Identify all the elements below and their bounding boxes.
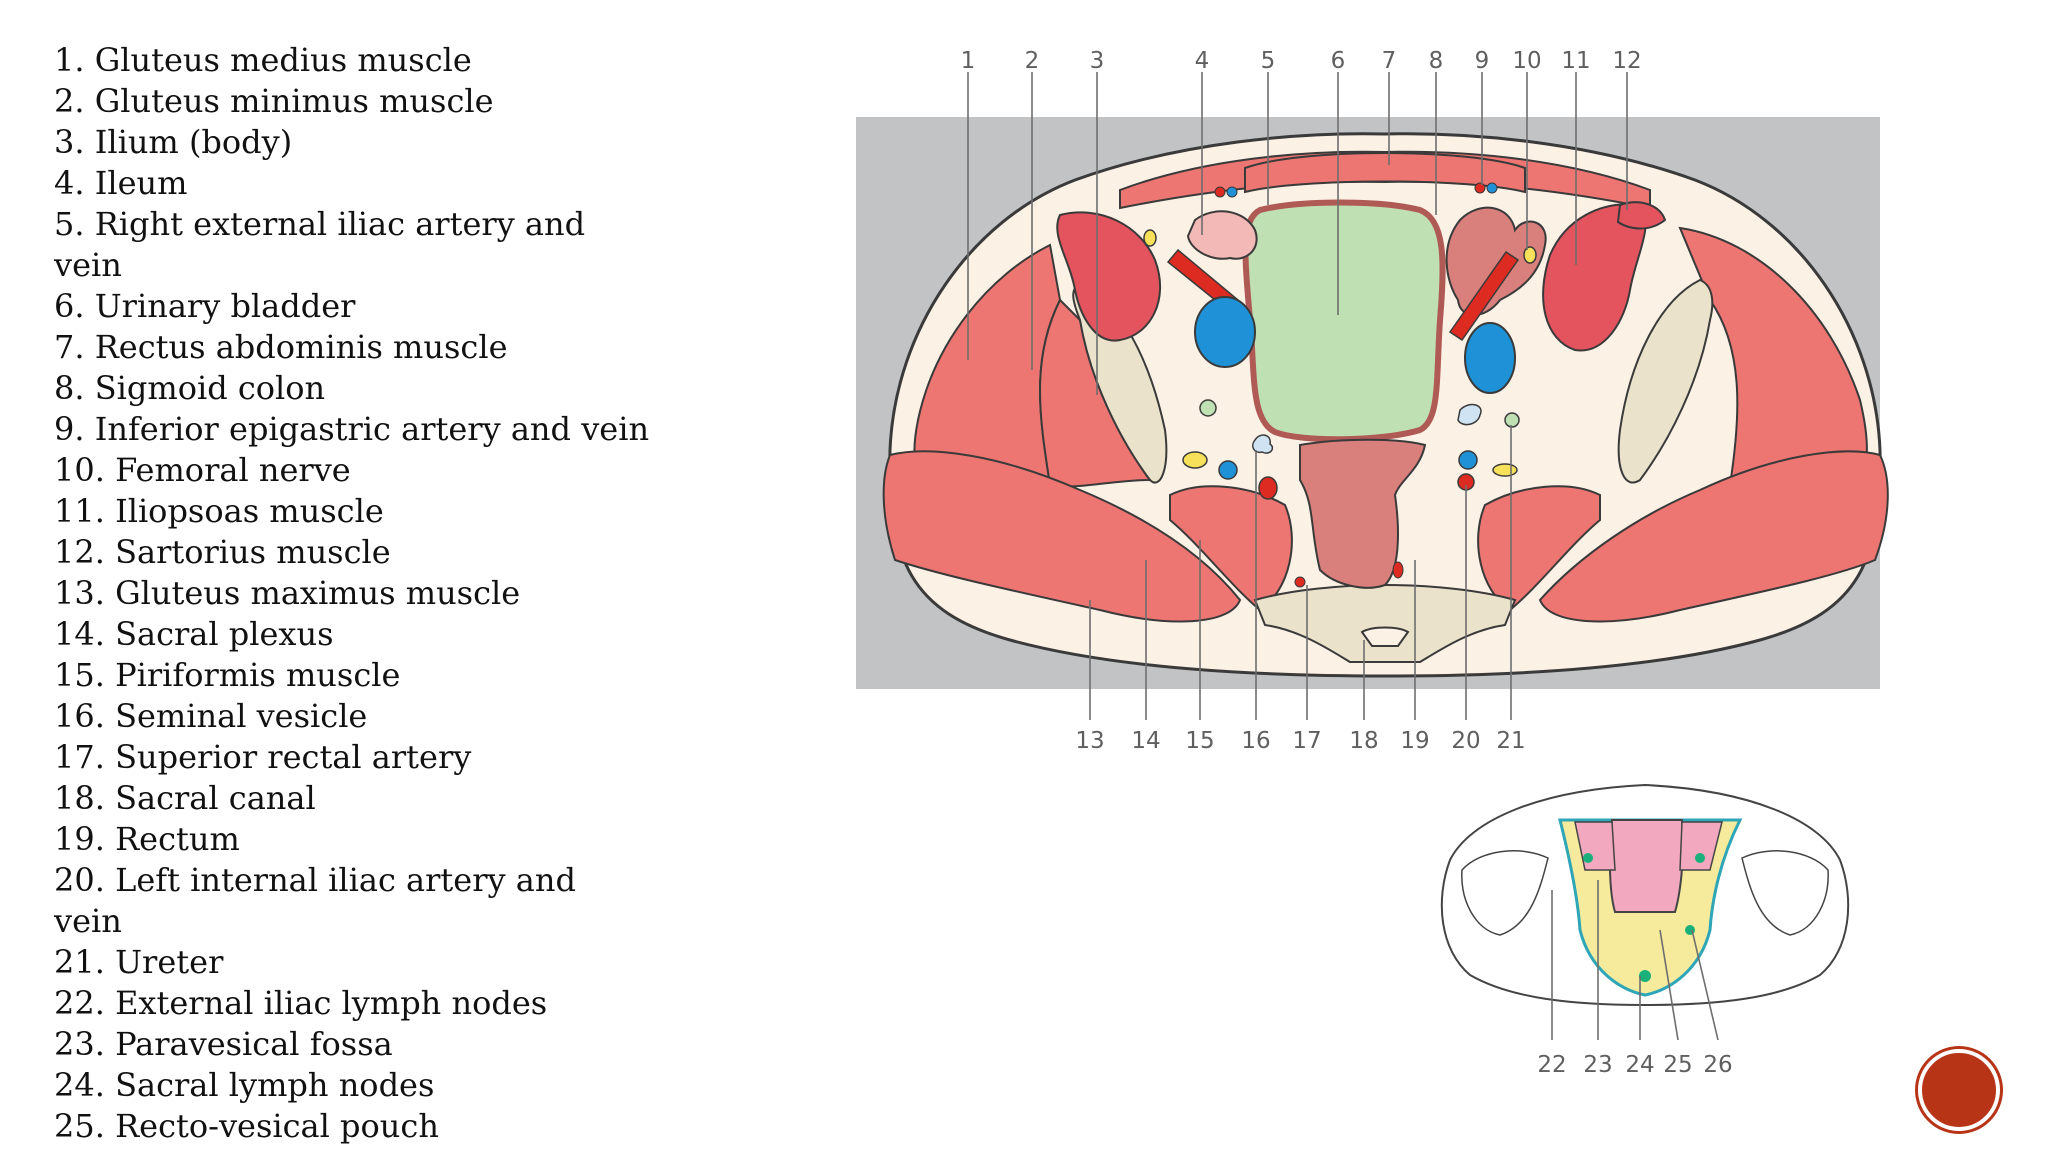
label-17: 17	[1292, 728, 1321, 754]
inset-node-right	[1695, 853, 1705, 863]
label-20: 20	[1451, 728, 1480, 754]
inferior-epigastric-vein-right	[1227, 187, 1237, 197]
inferior-epigastric-artery-right	[1215, 187, 1225, 197]
superior-rectal-artery	[1295, 577, 1305, 587]
sacral-plexus-right	[1183, 452, 1207, 468]
label-4: 4	[1195, 48, 1210, 74]
right-external-iliac-vein	[1195, 297, 1255, 367]
label-19: 19	[1400, 728, 1429, 754]
label-18: 18	[1349, 728, 1378, 754]
label-22: 22	[1537, 1052, 1566, 1078]
label-13: 13	[1075, 728, 1104, 754]
label-23: 23	[1583, 1052, 1612, 1078]
label-6: 6	[1331, 48, 1346, 74]
inferior-epigastric-vein-left	[1487, 183, 1497, 193]
left-rectal-vessel	[1393, 562, 1403, 578]
ureter-left	[1505, 413, 1519, 427]
inset-node-left	[1583, 853, 1593, 863]
sacral-canal	[1362, 628, 1408, 647]
femoral-nerve-left	[1524, 247, 1536, 263]
label-25: 25	[1663, 1052, 1692, 1078]
bottom-labels: 13 14 15 16 17 18 19 20 21	[1075, 728, 1525, 754]
label-9: 9	[1475, 48, 1490, 74]
inset-sacral-node	[1639, 970, 1651, 982]
sacral-plexus-left	[1493, 464, 1517, 476]
label-10: 10	[1512, 48, 1541, 74]
ileum	[1188, 211, 1257, 259]
main-cross-section: 1 2 3 4 5 6 7 8 9 10 11 12 13 14 15 16 1…	[856, 48, 1888, 754]
inset-cross-section: 22 23 24 25 26	[1442, 785, 1848, 1078]
label-8: 8	[1429, 48, 1444, 74]
label-2: 2	[1025, 48, 1040, 74]
left-internal-iliac-vein	[1459, 451, 1477, 469]
right-internal-iliac-vein	[1219, 461, 1237, 479]
label-3: 3	[1090, 48, 1105, 74]
inset-labels: 22 23 24 25 26	[1537, 1052, 1732, 1078]
inset-bladder	[1610, 820, 1683, 912]
right-internal-iliac-artery	[1259, 477, 1277, 499]
inferior-epigastric-artery-left	[1475, 183, 1485, 193]
label-16: 16	[1241, 728, 1270, 754]
label-11: 11	[1561, 48, 1590, 74]
label-21: 21	[1496, 728, 1525, 754]
ureter-right	[1200, 400, 1216, 416]
label-1: 1	[961, 48, 976, 74]
label-24: 24	[1625, 1052, 1654, 1078]
femoral-nerve-right	[1144, 230, 1156, 246]
urinary-bladder	[1246, 203, 1443, 440]
label-15: 15	[1185, 728, 1214, 754]
label-12: 12	[1612, 48, 1641, 74]
label-7: 7	[1382, 48, 1397, 74]
label-14: 14	[1131, 728, 1160, 754]
left-external-iliac-vein	[1465, 323, 1515, 393]
label-5: 5	[1261, 48, 1276, 74]
slide-nav-button[interactable]	[1918, 1049, 2000, 1131]
label-26: 26	[1703, 1052, 1732, 1078]
top-labels: 1 2 3 4 5 6 7 8 9 10 11 12	[961, 48, 1642, 74]
